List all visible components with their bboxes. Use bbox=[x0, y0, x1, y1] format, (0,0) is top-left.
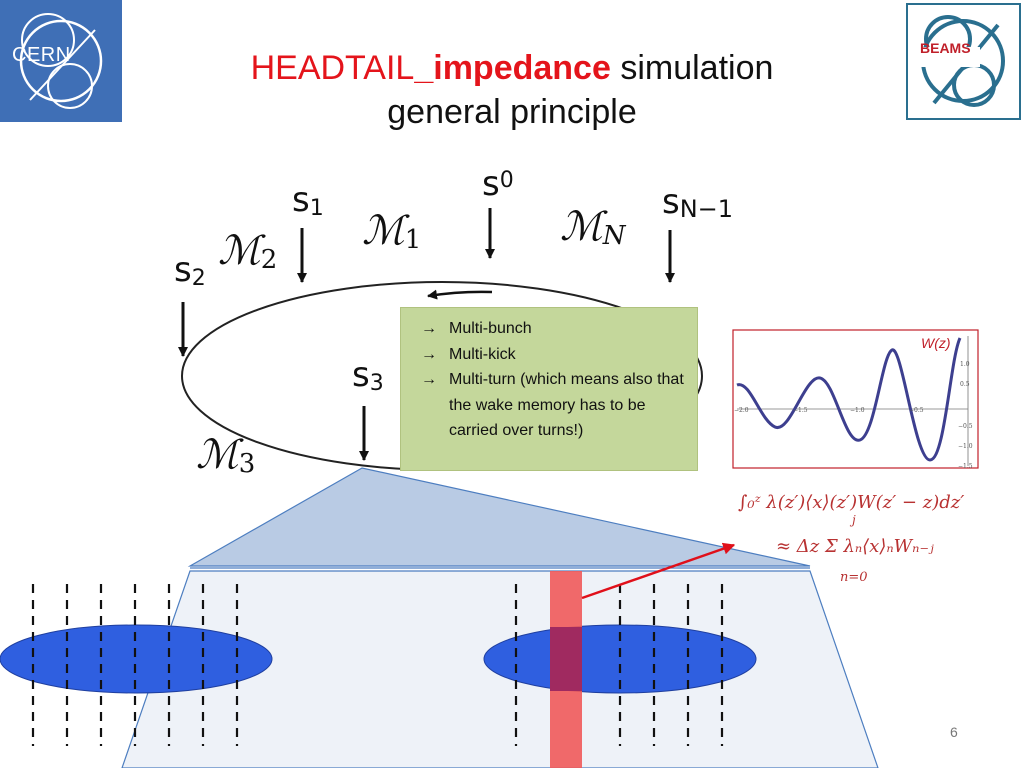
beams-logo-graphic bbox=[906, 3, 1021, 120]
formula-sum-lower: n=0 bbox=[840, 570, 868, 585]
m3-label: ℳ3 bbox=[196, 432, 255, 479]
cern-logo-text: CERN bbox=[12, 44, 71, 66]
wake-y-tick: −1.5 bbox=[958, 463, 973, 470]
title-impedance: _impedance bbox=[414, 49, 611, 87]
formula-sum: ≈ Δz Σ λₙ⟨x⟩ₙWₙ₋ⱼ bbox=[776, 536, 934, 557]
wake-x-tick: −1.0 bbox=[850, 407, 865, 414]
wake-y-tick: −0.5 bbox=[958, 423, 973, 430]
formula-pointer-arrow bbox=[581, 542, 736, 600]
info-item-multi-turn: → Multi-turn (which means also that the … bbox=[421, 367, 687, 444]
wake-plot: W(z) −2.0 −1.5 −1.0 −0.5 1.0 0.5 −0.5 −1… bbox=[732, 329, 979, 470]
info-item-multi-kick: → Multi-kick bbox=[421, 342, 687, 368]
info-item-text: Multi-bunch bbox=[449, 320, 532, 337]
beams-logo-text: BEAMS bbox=[920, 40, 971, 56]
beams-logo bbox=[906, 3, 1021, 120]
wake-y-tick: −1.0 bbox=[958, 443, 973, 450]
title-headtail: HEADTAIL bbox=[250, 49, 415, 87]
formula-sum-upper: j bbox=[849, 513, 856, 527]
mN-label: ℳN bbox=[560, 204, 627, 251]
arrow-icon: → bbox=[421, 371, 437, 388]
title-line-2: general principle bbox=[387, 93, 637, 131]
info-item-text: Multi-kick bbox=[449, 345, 516, 363]
cern-logo bbox=[0, 0, 122, 122]
m2-label: ℳ2 bbox=[218, 228, 277, 275]
formula-integral: ∫₀ᶻ λ(z′)⟨x⟩(z′)W(z′ − z)dz′ bbox=[738, 492, 964, 513]
wake-x-tick: −1.5 bbox=[793, 407, 808, 414]
info-item-text: Multi-turn (which means also that the wa… bbox=[449, 371, 684, 439]
cern-logo-graphic bbox=[19, 13, 103, 109]
arrow-icon: → bbox=[421, 345, 437, 363]
info-item-multi-bunch: → Multi-bunch bbox=[421, 316, 687, 342]
s0-label: s0 bbox=[482, 164, 514, 204]
slices-left bbox=[31, 584, 239, 746]
s1-label: s1 bbox=[292, 180, 324, 221]
title-simulation: simulation bbox=[610, 49, 774, 87]
slices-right bbox=[514, 584, 724, 746]
info-box: → Multi-bunch → Multi-kick → Multi-turn … bbox=[400, 307, 698, 471]
wake-curve bbox=[736, 337, 962, 462]
s3-label: s3 bbox=[352, 355, 384, 396]
current-slice-overlap bbox=[550, 627, 582, 691]
circulation-arrow bbox=[427, 289, 493, 300]
wake-x-tick: −0.5 bbox=[909, 407, 924, 414]
sN-label: sN−1 bbox=[662, 182, 733, 223]
arrow-icon: → bbox=[421, 320, 437, 337]
slide-title: HEADTAIL_impedance simulation general pr… bbox=[120, 46, 904, 134]
zoom-region-upper bbox=[187, 467, 811, 567]
wake-y-tick: 0.5 bbox=[960, 381, 970, 388]
wake-y-ticks: 1.0 0.5 −0.5 −1.0 −1.5 bbox=[958, 361, 973, 470]
wake-x-tick: −2.0 bbox=[734, 407, 749, 414]
title-line-1: HEADTAIL_impedance simulation bbox=[120, 46, 904, 90]
wake-y-tick: 1.0 bbox=[960, 361, 970, 368]
wake-x-ticks: −2.0 −1.5 −1.0 −0.5 bbox=[734, 407, 924, 414]
s2-label: s2 bbox=[174, 250, 206, 291]
wake-label: W(z) bbox=[921, 335, 951, 351]
m1-label: ℳ1 bbox=[362, 208, 421, 255]
page-number: 6 bbox=[950, 724, 958, 740]
wake-plot-frame bbox=[732, 329, 979, 469]
